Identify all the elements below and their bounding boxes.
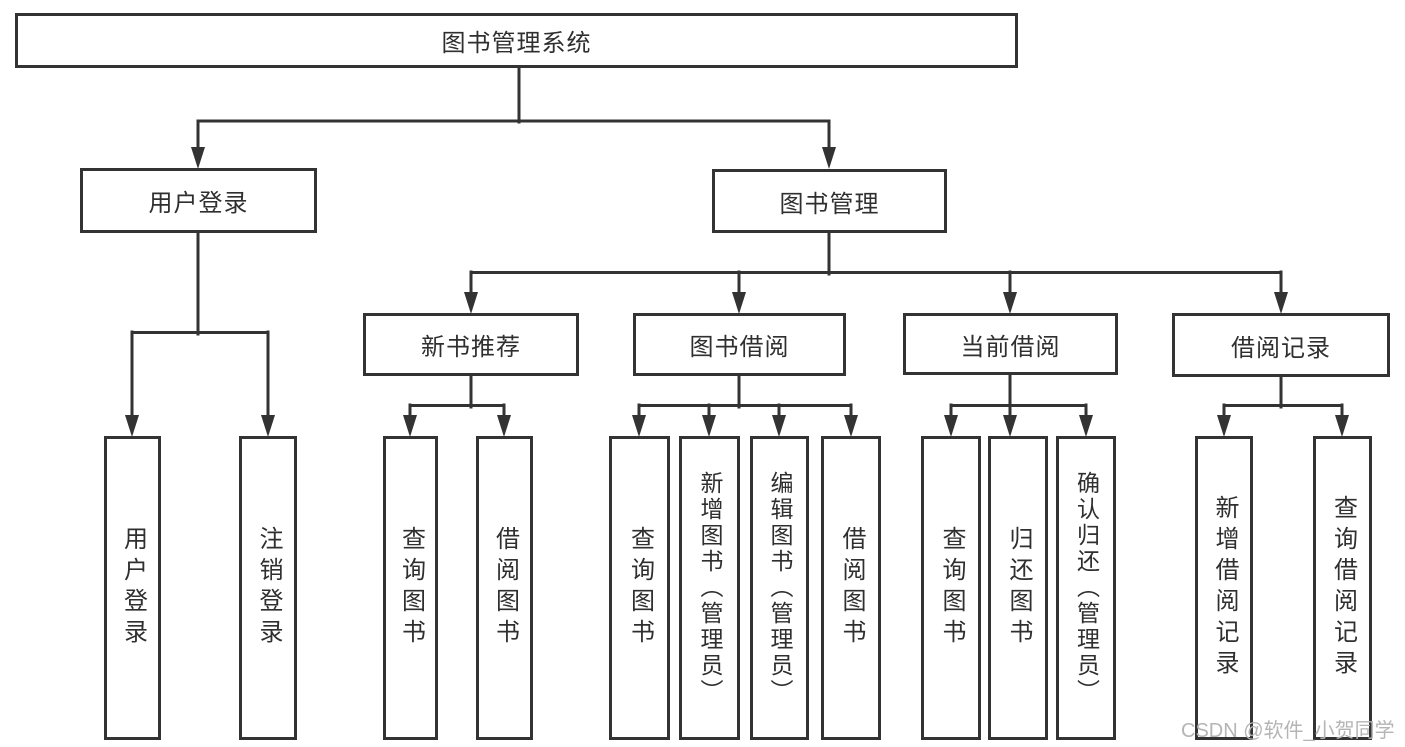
arrow-down-icon bbox=[464, 292, 478, 314]
node-borrow-record: 借阅记录 bbox=[1172, 313, 1390, 377]
node-label: 用户登录 bbox=[119, 526, 147, 650]
arrow-down-icon bbox=[1335, 415, 1349, 437]
node-label: 图书管理系统 bbox=[441, 30, 592, 57]
node-leaf-confirm-return-admin: 确认归还（管理员） bbox=[1056, 436, 1116, 740]
arrow-down-icon bbox=[403, 415, 417, 437]
node-leaf-edit-book-admin: 编辑图书（管理员） bbox=[750, 436, 809, 740]
node-label: 新增图书（管理员） bbox=[697, 471, 723, 705]
arrow-down-icon bbox=[191, 147, 205, 169]
node-label: 确认归还（管理员） bbox=[1073, 471, 1100, 705]
node-label: 新增借阅记录 bbox=[1211, 495, 1238, 681]
node-leaf-logout: 注销登录 bbox=[239, 436, 297, 740]
arrow-down-icon bbox=[822, 147, 836, 169]
arrow-down-icon bbox=[702, 415, 716, 437]
arrow-down-icon bbox=[1003, 415, 1017, 437]
node-label: 编辑图书（管理员） bbox=[767, 471, 793, 705]
arrow-down-icon bbox=[125, 415, 139, 437]
node-label: 借阅图书 bbox=[838, 526, 865, 650]
arrow-down-icon bbox=[497, 415, 511, 437]
node-leaf-query-borrow-record: 查询借阅记录 bbox=[1313, 436, 1372, 740]
arrow-down-icon bbox=[844, 415, 858, 437]
arrow-down-icon bbox=[1079, 415, 1093, 437]
node-library-system: 图书管理系统 bbox=[15, 13, 1018, 68]
arrow-down-icon bbox=[732, 292, 746, 314]
node-book-borrow: 图书借阅 bbox=[633, 313, 846, 376]
node-leaf-query-book-1: 查询图书 bbox=[383, 436, 438, 740]
node-leaf-return-book: 归还图书 bbox=[988, 436, 1048, 740]
csdn-watermark: CSDN @软件_小贺同学 bbox=[1181, 720, 1395, 742]
node-label: 图书管理 bbox=[779, 190, 880, 218]
node-label: 归还图书 bbox=[1005, 526, 1032, 650]
node-leaf-borrow-book-2: 借阅图书 bbox=[821, 436, 881, 740]
arrowheads bbox=[125, 147, 1349, 437]
node-leaf-add-book-admin: 新增图书（管理员） bbox=[679, 436, 740, 740]
arrow-down-icon bbox=[261, 415, 275, 437]
arrow-down-icon bbox=[1003, 292, 1017, 314]
node-user-login: 用户登录 bbox=[80, 168, 317, 233]
node-label: 查询图书 bbox=[397, 526, 425, 650]
node-current-borrow: 当前借阅 bbox=[903, 313, 1118, 375]
arrow-down-icon bbox=[1217, 415, 1231, 437]
node-label: 用户登录 bbox=[148, 190, 249, 217]
node-label: 当前借阅 bbox=[960, 333, 1061, 361]
node-leaf-user-login: 用户登录 bbox=[104, 436, 161, 740]
node-leaf-borrow-book-1: 借阅图书 bbox=[476, 436, 533, 740]
node-label: 查询图书 bbox=[938, 526, 965, 650]
node-label: 图书借阅 bbox=[689, 334, 790, 361]
node-book-management: 图书管理 bbox=[712, 169, 947, 233]
node-label: 借阅图书 bbox=[491, 526, 519, 650]
node-leaf-query-book-2: 查询图书 bbox=[609, 436, 670, 740]
node-new-book-recommend: 新书推荐 bbox=[363, 313, 579, 376]
arrow-down-icon bbox=[632, 415, 646, 437]
arrow-down-icon bbox=[772, 415, 786, 437]
node-label: 查询图书 bbox=[626, 526, 654, 650]
arrow-down-icon bbox=[1274, 292, 1288, 314]
connector-path bbox=[130, 64, 1344, 420]
node-label: 查询借阅记录 bbox=[1329, 495, 1357, 681]
node-label: 借阅记录 bbox=[1231, 334, 1331, 362]
node-leaf-add-borrow-record: 新增借阅记录 bbox=[1195, 436, 1253, 740]
node-label: 注销登录 bbox=[255, 526, 282, 650]
node-label: 新书推荐 bbox=[421, 334, 521, 361]
node-leaf-query-book-3: 查询图书 bbox=[921, 436, 981, 740]
arrow-down-icon bbox=[944, 415, 958, 437]
